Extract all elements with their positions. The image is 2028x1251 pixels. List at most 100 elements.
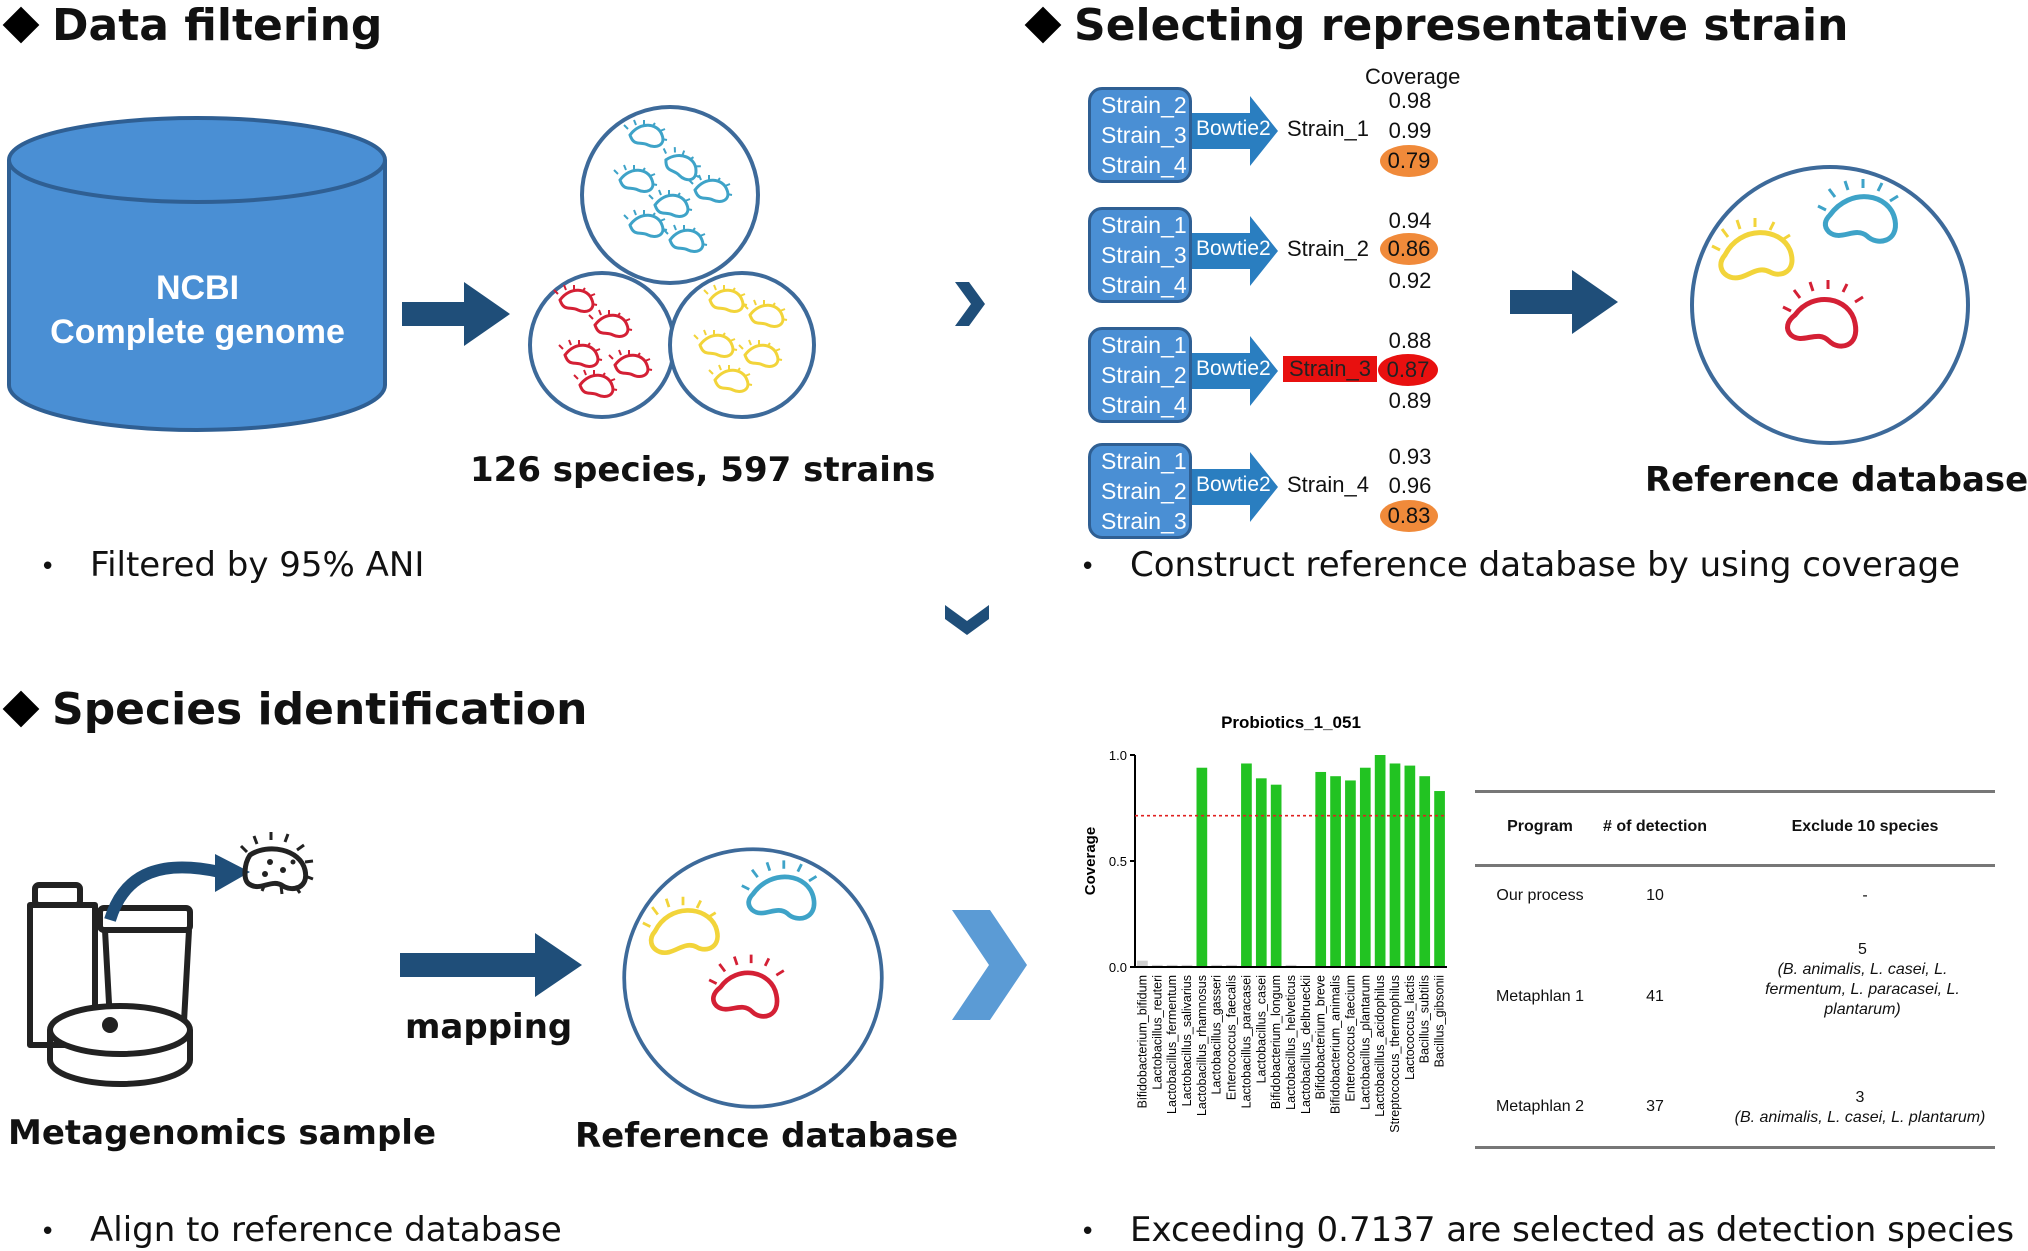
table-cell-count: 41 xyxy=(1646,988,1664,1005)
metagenomics-sample-caption: Metagenomics sample xyxy=(8,1113,437,1153)
chart-y-tick-label: 1.0 xyxy=(1109,748,1127,763)
bullet-dot-icon: • xyxy=(1080,1216,1096,1247)
chart-bar xyxy=(1330,776,1341,967)
table-top-rule xyxy=(1475,790,1995,793)
target-strain-label: Strain_4 xyxy=(1287,472,1369,497)
strain-group-1-box: Strain_2 Strain_3 Strain_4 xyxy=(1088,87,1192,183)
target-strain-label: Strain_1 xyxy=(1287,116,1369,141)
coverage-value: 0.89 xyxy=(1388,388,1432,413)
bowtie2-arrow-icon xyxy=(1192,96,1278,166)
table-bottom-rule xyxy=(1475,1146,1995,1149)
arrow-right-icon xyxy=(1510,270,1618,334)
bowtie2-label: Bowtie2 xyxy=(1196,237,1271,260)
chart-x-tick-label: Lactobacillus_gasseri xyxy=(1210,975,1224,1095)
coverage-value: 0.94 xyxy=(1388,208,1432,233)
chart-bar xyxy=(1374,755,1386,967)
coverage-value: 0.93 xyxy=(1388,444,1432,469)
table-header-rule xyxy=(1475,864,1995,867)
table-cell-count: 37 xyxy=(1646,1098,1664,1115)
strain-group-4-box: Strain_1 Strain_2 Strain_3 xyxy=(1088,443,1192,539)
chart-bar xyxy=(1345,780,1356,967)
chart-x-tick-label: Bifidobacterium_bifidum xyxy=(1135,975,1149,1108)
coverage-value: 0.92 xyxy=(1388,268,1432,293)
chart-x-tick-label: Lactobacillus_rhamnosus xyxy=(1195,975,1209,1116)
chart-x-tick-label: Lactobacillus_helveticus xyxy=(1284,975,1298,1110)
detection-comparison-table: Program # of detection Exclude 10 specie… xyxy=(1475,790,1995,1150)
chart-bar xyxy=(1196,767,1208,967)
chart-x-tick-label: Lactobacillus_fermentum xyxy=(1165,975,1179,1114)
coverage-value-highlight: 0.83 xyxy=(1380,500,1438,532)
coverage-header: Coverage xyxy=(1365,64,1461,89)
bowtie2-label: Bowtie2 xyxy=(1196,473,1271,496)
chevron-right-icon xyxy=(952,910,1027,1020)
chart-y-tick-label: 0.5 xyxy=(1109,854,1127,869)
ncbi-database-cylinder-icon xyxy=(7,116,387,432)
chart-x-tick-label: Lactobacillus_paracasei xyxy=(1239,975,1253,1108)
strain-group-3-box: Strain_1 Strain_2 Strain_4 xyxy=(1088,327,1192,423)
chart-x-tick-label: Lactobacillus_plantarum xyxy=(1358,975,1372,1110)
diamond-bullet-icon xyxy=(2,6,40,44)
table-cell-count: 10 xyxy=(1646,887,1664,904)
bullet-dot-icon: • xyxy=(1080,551,1096,582)
reference-database-circle-icon xyxy=(622,847,884,1109)
table-header-count: # of detection xyxy=(1602,818,1707,835)
chart-bar xyxy=(1419,776,1431,967)
mapping-label: mapping xyxy=(405,1007,573,1047)
bowtie2-label: Bowtie2 xyxy=(1196,357,1271,380)
reference-database-caption: Reference database xyxy=(575,1116,959,1156)
bowtie2-arrow-icon xyxy=(1192,452,1278,522)
chart-x-tick-label: Lactococcus_lactis xyxy=(1403,975,1417,1080)
bullet-exceeding-threshold: •Exceeding 0.7137 are selected as detect… xyxy=(1080,1210,2015,1250)
bullet-dot-icon: • xyxy=(40,1216,56,1247)
coverage-value: 0.96 xyxy=(1388,473,1432,498)
reference-database-circle-icon xyxy=(1690,165,1970,445)
selected-strain-label: Strain_3 xyxy=(1283,356,1377,382)
section-title-data-filtering: Data filtering xyxy=(0,0,382,51)
bowtie2-label: Bowtie2 xyxy=(1196,117,1271,140)
coverage-value-highlight: 0.86 xyxy=(1380,233,1438,265)
table-header-program: Program xyxy=(1507,818,1573,835)
table-cell-exclude: 3 (B. animalis, L. casei, L. plantarum) xyxy=(1734,1089,1986,1126)
target-strain-label: Strain_2 xyxy=(1287,236,1369,261)
diamond-bullet-icon xyxy=(2,690,40,728)
chart-bar xyxy=(1211,964,1223,967)
coverage-value: 0.98 xyxy=(1388,88,1432,113)
strain-group-2-box: Strain_1 Strain_3 Strain_4 xyxy=(1088,207,1192,303)
coverage-value: 0.99 xyxy=(1388,118,1432,143)
chart-x-tick-label: Enterococcus_faecium xyxy=(1343,975,1357,1101)
chart-y-axis-label: Coverage xyxy=(1082,827,1099,895)
chevron-down-icon xyxy=(945,605,989,635)
chart-x-tick-label: Lactobacillus_delbrueckii xyxy=(1299,975,1313,1114)
chart-bar xyxy=(1404,765,1416,967)
chart-bar xyxy=(1359,767,1371,967)
table-cell-exclude: - xyxy=(1862,887,1868,904)
chart-bar xyxy=(1151,964,1163,967)
table-cell-program: Our process xyxy=(1496,887,1584,904)
arrow-right-icon xyxy=(402,282,510,346)
chart-x-tick-label: Lactobacillus_acidophilus xyxy=(1373,975,1387,1117)
metagenomics-sample-illustration xyxy=(27,832,314,1087)
coverage-value: 0.88 xyxy=(1388,328,1432,353)
bullet-filtered-ani: •Filtered by 95% ANI xyxy=(40,545,425,585)
ncbi-label: NCBI Complete genome xyxy=(50,269,345,351)
chart-bar xyxy=(1255,778,1267,967)
table-header-exclude: Exclude 10 species xyxy=(1791,818,1939,835)
bullet-dot-icon: • xyxy=(40,551,56,582)
reference-database-caption: Reference database xyxy=(1645,460,2028,500)
chart-bar xyxy=(1137,960,1148,967)
chart-y-tick-label: 0.0 xyxy=(1109,960,1127,975)
chart-bar xyxy=(1226,964,1237,967)
chart-x-tick-label: Enterococcus_faecalis xyxy=(1225,975,1239,1100)
chart-bar xyxy=(1241,763,1252,967)
chevron-right-icon xyxy=(955,282,985,326)
chart-bar xyxy=(1270,784,1282,967)
bowtie2-arrow-icon xyxy=(1192,336,1278,406)
chart-title: Probiotics_1_051 xyxy=(1221,713,1361,732)
bullet-construct-database: •Construct reference database by using c… xyxy=(1080,545,1961,585)
chart-x-tick-label: Bifidobacterium_animalis xyxy=(1329,975,1343,1114)
species-clusters-illustration xyxy=(528,105,816,419)
chart-x-tick-label: Lactobacillus_casei xyxy=(1254,975,1268,1083)
coverage-value-highlight: 0.87 xyxy=(1378,354,1438,386)
chart-bar xyxy=(1285,964,1297,967)
chart-bar xyxy=(1389,763,1401,967)
